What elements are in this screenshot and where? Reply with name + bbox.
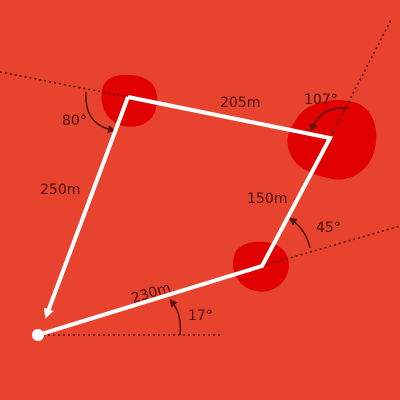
- reference-line-bottom-right: [261, 225, 400, 267]
- leg-length-label-3: 205m: [220, 95, 260, 111]
- angle-arc-80: [85, 91, 116, 134]
- angle-label-4: 80°: [62, 113, 87, 129]
- angle-label-3: 107°: [304, 92, 338, 108]
- route-final-leg-arrow: [44, 96, 130, 319]
- route-path: [37, 95, 334, 337]
- angle-label-1: 17°: [188, 308, 213, 324]
- angle-label-2: 45°: [316, 220, 341, 236]
- reference-line-top-left: [0, 71, 129, 98]
- angle-arc-45: [288, 217, 311, 249]
- landmark-blob-right: [287, 100, 377, 180]
- landmark-blob-top-left: [101, 74, 158, 127]
- start-point: [32, 329, 44, 341]
- leg-length-label-4: 250m: [40, 182, 80, 198]
- angle-arc-107: [310, 107, 349, 132]
- angle-arc-17: [169, 298, 182, 336]
- leg-length-label-2: 150m: [247, 191, 287, 207]
